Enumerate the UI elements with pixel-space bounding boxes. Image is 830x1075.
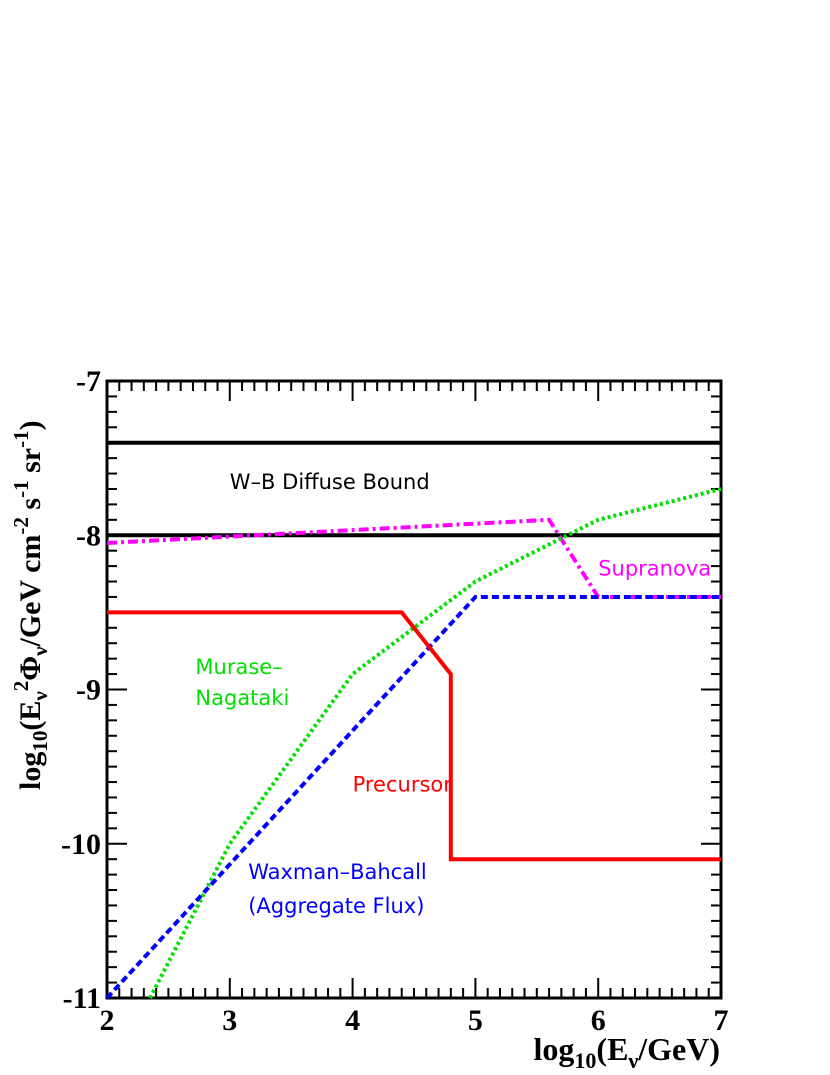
y-tick-label: -9: [76, 674, 101, 707]
wb-agg-label-2: (Aggregate Flux): [248, 894, 424, 918]
x-axis-title: log10(Eν/GeV): [534, 1031, 720, 1073]
x-tick-labels: 2 3 4 5 6 7: [100, 1004, 729, 1037]
wb-label: W–B Diffuse Bound: [230, 470, 430, 494]
murase-label-2: Nagataki: [195, 686, 289, 710]
x-tick-label: 5: [468, 1004, 483, 1037]
series-waxman-bahcall-aggregate-flux: [105, 595, 721, 1000]
precursor-label: Precursor: [353, 772, 453, 796]
murase-label-1: Murase–: [195, 655, 282, 679]
wb-agg-label-1: Waxman–Bahcall: [248, 860, 427, 884]
supranova-label: Supranova: [598, 556, 711, 580]
x-tick-label: 7: [714, 1004, 729, 1037]
y-tick-label: -8: [76, 519, 101, 552]
series-murase-nagataki: [148, 487, 722, 999]
y-tick-label: -11: [63, 982, 101, 1015]
y-tick-label: -7: [76, 365, 101, 398]
series-group: [105, 440, 722, 1000]
x-tick-label: 3: [222, 1004, 237, 1037]
x-tick-label: 2: [100, 1004, 115, 1037]
y-tick-labels: -11 -10 -9 -8 -7: [61, 365, 101, 1015]
series-precursor: [107, 610, 721, 862]
x-tick-label: 6: [591, 1004, 606, 1037]
y-tick-label: -10: [61, 828, 101, 861]
x-tick-label: 4: [345, 1004, 360, 1037]
y-axis-title: log10(Eν2Φν/GeV cm-2 s-1 sr-1): [9, 420, 52, 790]
